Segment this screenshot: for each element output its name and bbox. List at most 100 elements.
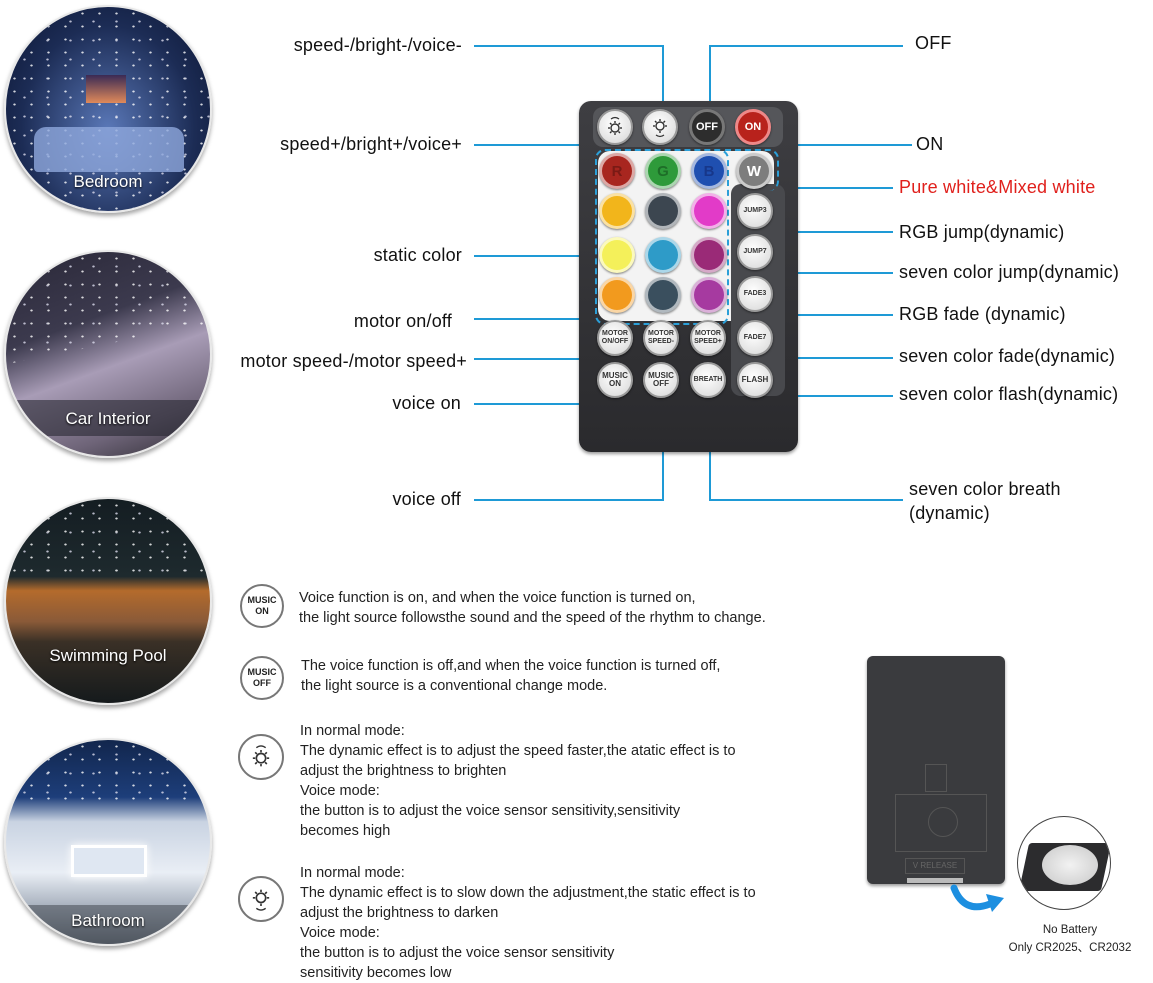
fade3-button[interactable]: FADE3 xyxy=(737,276,773,312)
desc-line: The dynamic effect is to slow down the a… xyxy=(300,885,756,901)
bed-graphic xyxy=(34,127,184,172)
label-pure-white: Pure white&Mixed white xyxy=(899,177,1096,197)
breath-label: BREATH xyxy=(693,376,723,383)
release-label: V RELEASE xyxy=(912,861,958,870)
desc-line: Voice function is on, and when the voice… xyxy=(299,590,696,606)
label-seven-color-flash: seven color flash(dynamic) xyxy=(899,384,1119,404)
connector-line xyxy=(474,403,616,405)
color-button-magenta[interactable] xyxy=(691,193,727,229)
flash-label: FLASH xyxy=(741,375,769,384)
label-seven-color-jump: seven color jump(dynamic) xyxy=(899,262,1120,282)
jump3-label: JUMP3 xyxy=(743,207,767,214)
brightness-up-icon xyxy=(238,734,284,780)
remote-back: V RELEASE xyxy=(867,656,1005,884)
brightness-up-button[interactable] xyxy=(597,109,633,145)
brightness-down-button[interactable] xyxy=(642,109,678,145)
caption-band xyxy=(6,400,210,436)
battery-circle-mark xyxy=(928,807,958,837)
music-on-icon-label: MUSIC ON xyxy=(247,595,277,616)
music-on-button[interactable]: MUSIC ON xyxy=(597,362,633,398)
motor-speed-plus-label: MOTOR SPEED+ xyxy=(694,330,722,345)
battery-slot xyxy=(907,878,963,883)
label-speed-minus: speed-/bright-/voice- xyxy=(293,35,462,55)
scene-label: Bedroom xyxy=(73,172,143,191)
jump3-button[interactable]: JUMP3 xyxy=(737,193,773,229)
connector-line xyxy=(758,357,893,359)
connector-line xyxy=(754,144,912,146)
scene-label: Swimming Pool xyxy=(6,645,210,666)
stars-decoration xyxy=(6,7,210,211)
desc-line: becomes high xyxy=(300,823,391,839)
fade7-label: FADE7 xyxy=(743,334,767,341)
jump7-button[interactable]: JUMP7 xyxy=(737,234,773,270)
stars-decoration xyxy=(6,499,210,577)
brightness-down-glyph xyxy=(252,889,270,911)
battery-diagram xyxy=(895,794,987,852)
label-voice-on: voice on xyxy=(392,393,461,413)
connector-line xyxy=(758,231,893,233)
label-seven-color-breath: seven color breath (dynamic) xyxy=(909,477,1061,525)
color-button-sky-blue[interactable] xyxy=(645,237,681,273)
description-music-on: Voice function is on, and when the voice… xyxy=(299,588,766,628)
desc-line: Voice mode: xyxy=(300,783,380,799)
connector-line xyxy=(474,255,598,257)
label-seven-color-fade: seven color fade(dynamic) xyxy=(899,346,1116,366)
scene-bedroom: Bedroom xyxy=(4,5,212,213)
label-speed-plus: speed+/bright+/voice+ xyxy=(280,134,462,154)
music-off-icon-label: MUSIC OFF xyxy=(247,667,277,688)
flash-button[interactable]: FLASH xyxy=(737,362,773,398)
color-button-yellow[interactable] xyxy=(599,237,635,273)
music-off-button[interactable]: MUSIC OFF xyxy=(643,362,679,398)
coin-cell xyxy=(1042,845,1098,885)
desc-line: the light source followsthe sound and th… xyxy=(299,610,766,626)
motor-on-off-label: MOTOR ON/OFF xyxy=(601,330,629,345)
battery-caption-line1: No Battery xyxy=(1042,924,1098,936)
scene-label: Bathroom xyxy=(71,911,145,930)
white-button[interactable]: W xyxy=(736,153,772,189)
motor-on-off-button[interactable]: MOTOR ON/OFF xyxy=(597,320,633,356)
connector-line xyxy=(474,499,664,501)
connector-line xyxy=(662,45,664,117)
green-button[interactable]: G xyxy=(645,153,681,189)
color-button-orange[interactable] xyxy=(599,277,635,313)
desc-line: The voice function is off,and when the v… xyxy=(301,658,721,674)
breath-button[interactable]: BREATH xyxy=(690,362,726,398)
desc-line: In normal mode: xyxy=(300,723,405,739)
on-button-label: ON xyxy=(744,121,762,133)
mirror-light xyxy=(71,845,147,877)
color-button-plum[interactable] xyxy=(691,237,727,273)
fade7-button[interactable]: FADE7 xyxy=(737,320,773,356)
brightness-down-icon xyxy=(653,119,667,138)
blue-label: B xyxy=(703,162,715,180)
description-music-off: The voice function is off,and when the v… xyxy=(301,656,720,696)
motor-speed-plus-button[interactable]: MOTOR SPEED+ xyxy=(690,320,726,356)
blue-button[interactable]: B xyxy=(691,153,727,189)
brightness-down-icon xyxy=(238,876,284,922)
music-off-label: MUSIC OFF xyxy=(648,371,674,388)
desc-line: the light source is a conventional chang… xyxy=(301,678,608,694)
desc-line: the button is to adjust the voice sensor… xyxy=(300,945,615,961)
music-on-label: MUSIC ON xyxy=(602,371,628,388)
desc-line: adjust the brightness to brighten xyxy=(300,763,507,779)
off-button[interactable]: OFF xyxy=(689,109,725,145)
stars-decoration xyxy=(6,740,210,802)
label-breath-line1: seven color breath xyxy=(909,479,1061,499)
on-button[interactable]: ON xyxy=(735,109,771,145)
motor-speed-minus-button[interactable]: MOTOR SPEED- xyxy=(643,320,679,356)
description-brightness-up: In normal mode: The dynamic effect is to… xyxy=(300,721,736,841)
connector-line xyxy=(710,45,903,47)
color-button-purple[interactable] xyxy=(691,277,727,313)
color-button-steel[interactable] xyxy=(645,277,681,313)
description-brightness-down: In normal mode: The dynamic effect is to… xyxy=(300,863,756,983)
red-label: R xyxy=(611,162,623,180)
red-button[interactable]: R xyxy=(599,153,635,189)
connector-line xyxy=(474,318,616,320)
connector-line xyxy=(709,45,711,117)
color-button-yellow-orange[interactable] xyxy=(599,193,635,229)
scene-car-interior: Car Interior xyxy=(4,250,212,458)
connector-line xyxy=(474,45,664,47)
brightness-up-glyph xyxy=(252,745,270,767)
white-outline xyxy=(725,149,779,191)
color-button-dark-slate[interactable] xyxy=(645,193,681,229)
connector-line xyxy=(474,144,618,146)
